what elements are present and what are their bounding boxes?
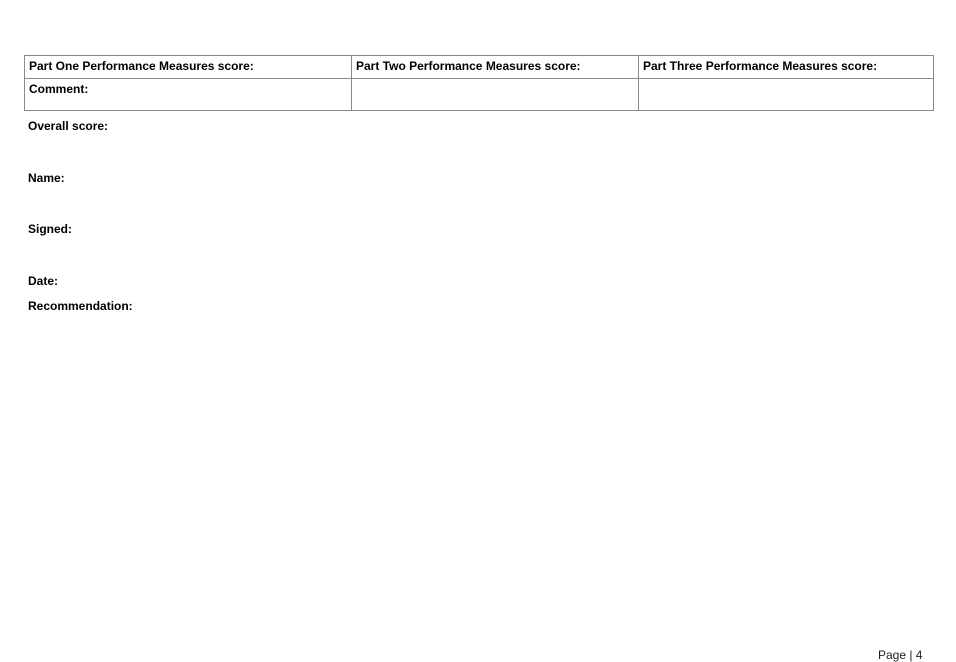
table-row: Part One Performance Measures score: Par… <box>24 55 934 79</box>
page-number: Page | 4 <box>878 648 923 662</box>
name-label: Name: <box>28 171 65 185</box>
part-three-score-cell: Part Three Performance Measures score: <box>638 55 934 79</box>
date-label: Date: <box>28 274 59 288</box>
part-two-score-cell: Part Two Performance Measures score: <box>351 55 639 79</box>
empty-cell <box>638 78 934 111</box>
comment-cell: Comment: <box>24 78 352 111</box>
overall-score-label: Overall score: <box>28 119 109 133</box>
empty-cell <box>351 78 639 111</box>
table-row: Comment: <box>24 78 934 111</box>
signed-label: Signed: <box>28 222 72 236</box>
part-one-score-cell: Part One Performance Measures score: <box>24 55 352 79</box>
recommendation-label: Recommendation: <box>28 299 133 313</box>
scores-table: Part One Performance Measures score: Par… <box>24 55 934 111</box>
